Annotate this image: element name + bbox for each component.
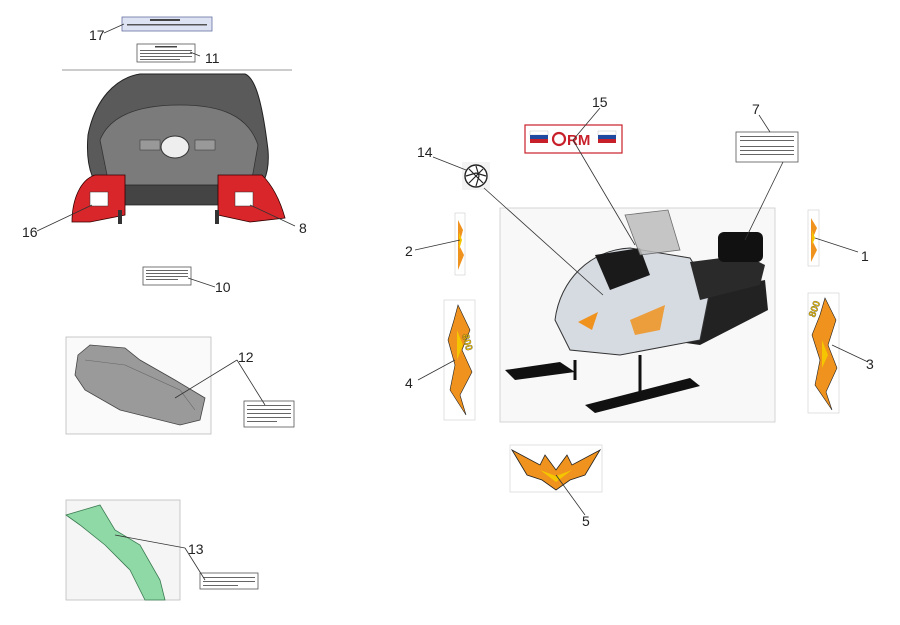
callout-10: 10 — [215, 279, 231, 295]
dashboard-assembly — [71, 73, 286, 224]
callout-5: 5 — [582, 513, 590, 529]
callout-3: 3 — [866, 356, 874, 372]
callout-2: 2 — [405, 243, 413, 259]
callout-11: 11 — [205, 50, 220, 66]
callout-8: 8 — [299, 220, 307, 236]
label-8-sticker — [234, 191, 254, 207]
label-7-sticker — [735, 131, 799, 163]
decal-4-text: 800 — [459, 333, 474, 352]
snowmobile-photo — [499, 207, 776, 423]
part-13-cover-box — [65, 499, 181, 601]
decal-1-strip — [807, 209, 820, 267]
decal-3-flame — [807, 292, 840, 414]
callout-16: 17 — [89, 27, 105, 43]
leader-lines — [36, 23, 869, 581]
callout-14: 14 — [417, 144, 433, 160]
decal-5-crown — [509, 444, 603, 493]
callout-4: 4 — [405, 375, 413, 391]
label-17-sticker — [89, 191, 109, 207]
label-11-sticker — [136, 43, 196, 63]
decal-2-strip — [454, 212, 466, 276]
rm-logo-text: RM — [567, 132, 590, 149]
callout-17: 16 — [22, 224, 38, 240]
label-12-sticker — [243, 400, 295, 428]
label-10-sticker — [142, 266, 192, 286]
callout-7: 7 — [752, 101, 760, 117]
callout-1: 1 — [861, 248, 869, 264]
emblem-14-icon — [462, 162, 490, 190]
label-16-sticker — [121, 16, 213, 32]
callout-15: 15 — [592, 94, 608, 110]
label-13-sticker — [199, 572, 259, 590]
callout-13: 13 — [188, 541, 204, 557]
part-12-panel-box — [65, 336, 212, 435]
decal-4-flame — [443, 299, 476, 421]
callout-12: 12 — [238, 349, 254, 365]
